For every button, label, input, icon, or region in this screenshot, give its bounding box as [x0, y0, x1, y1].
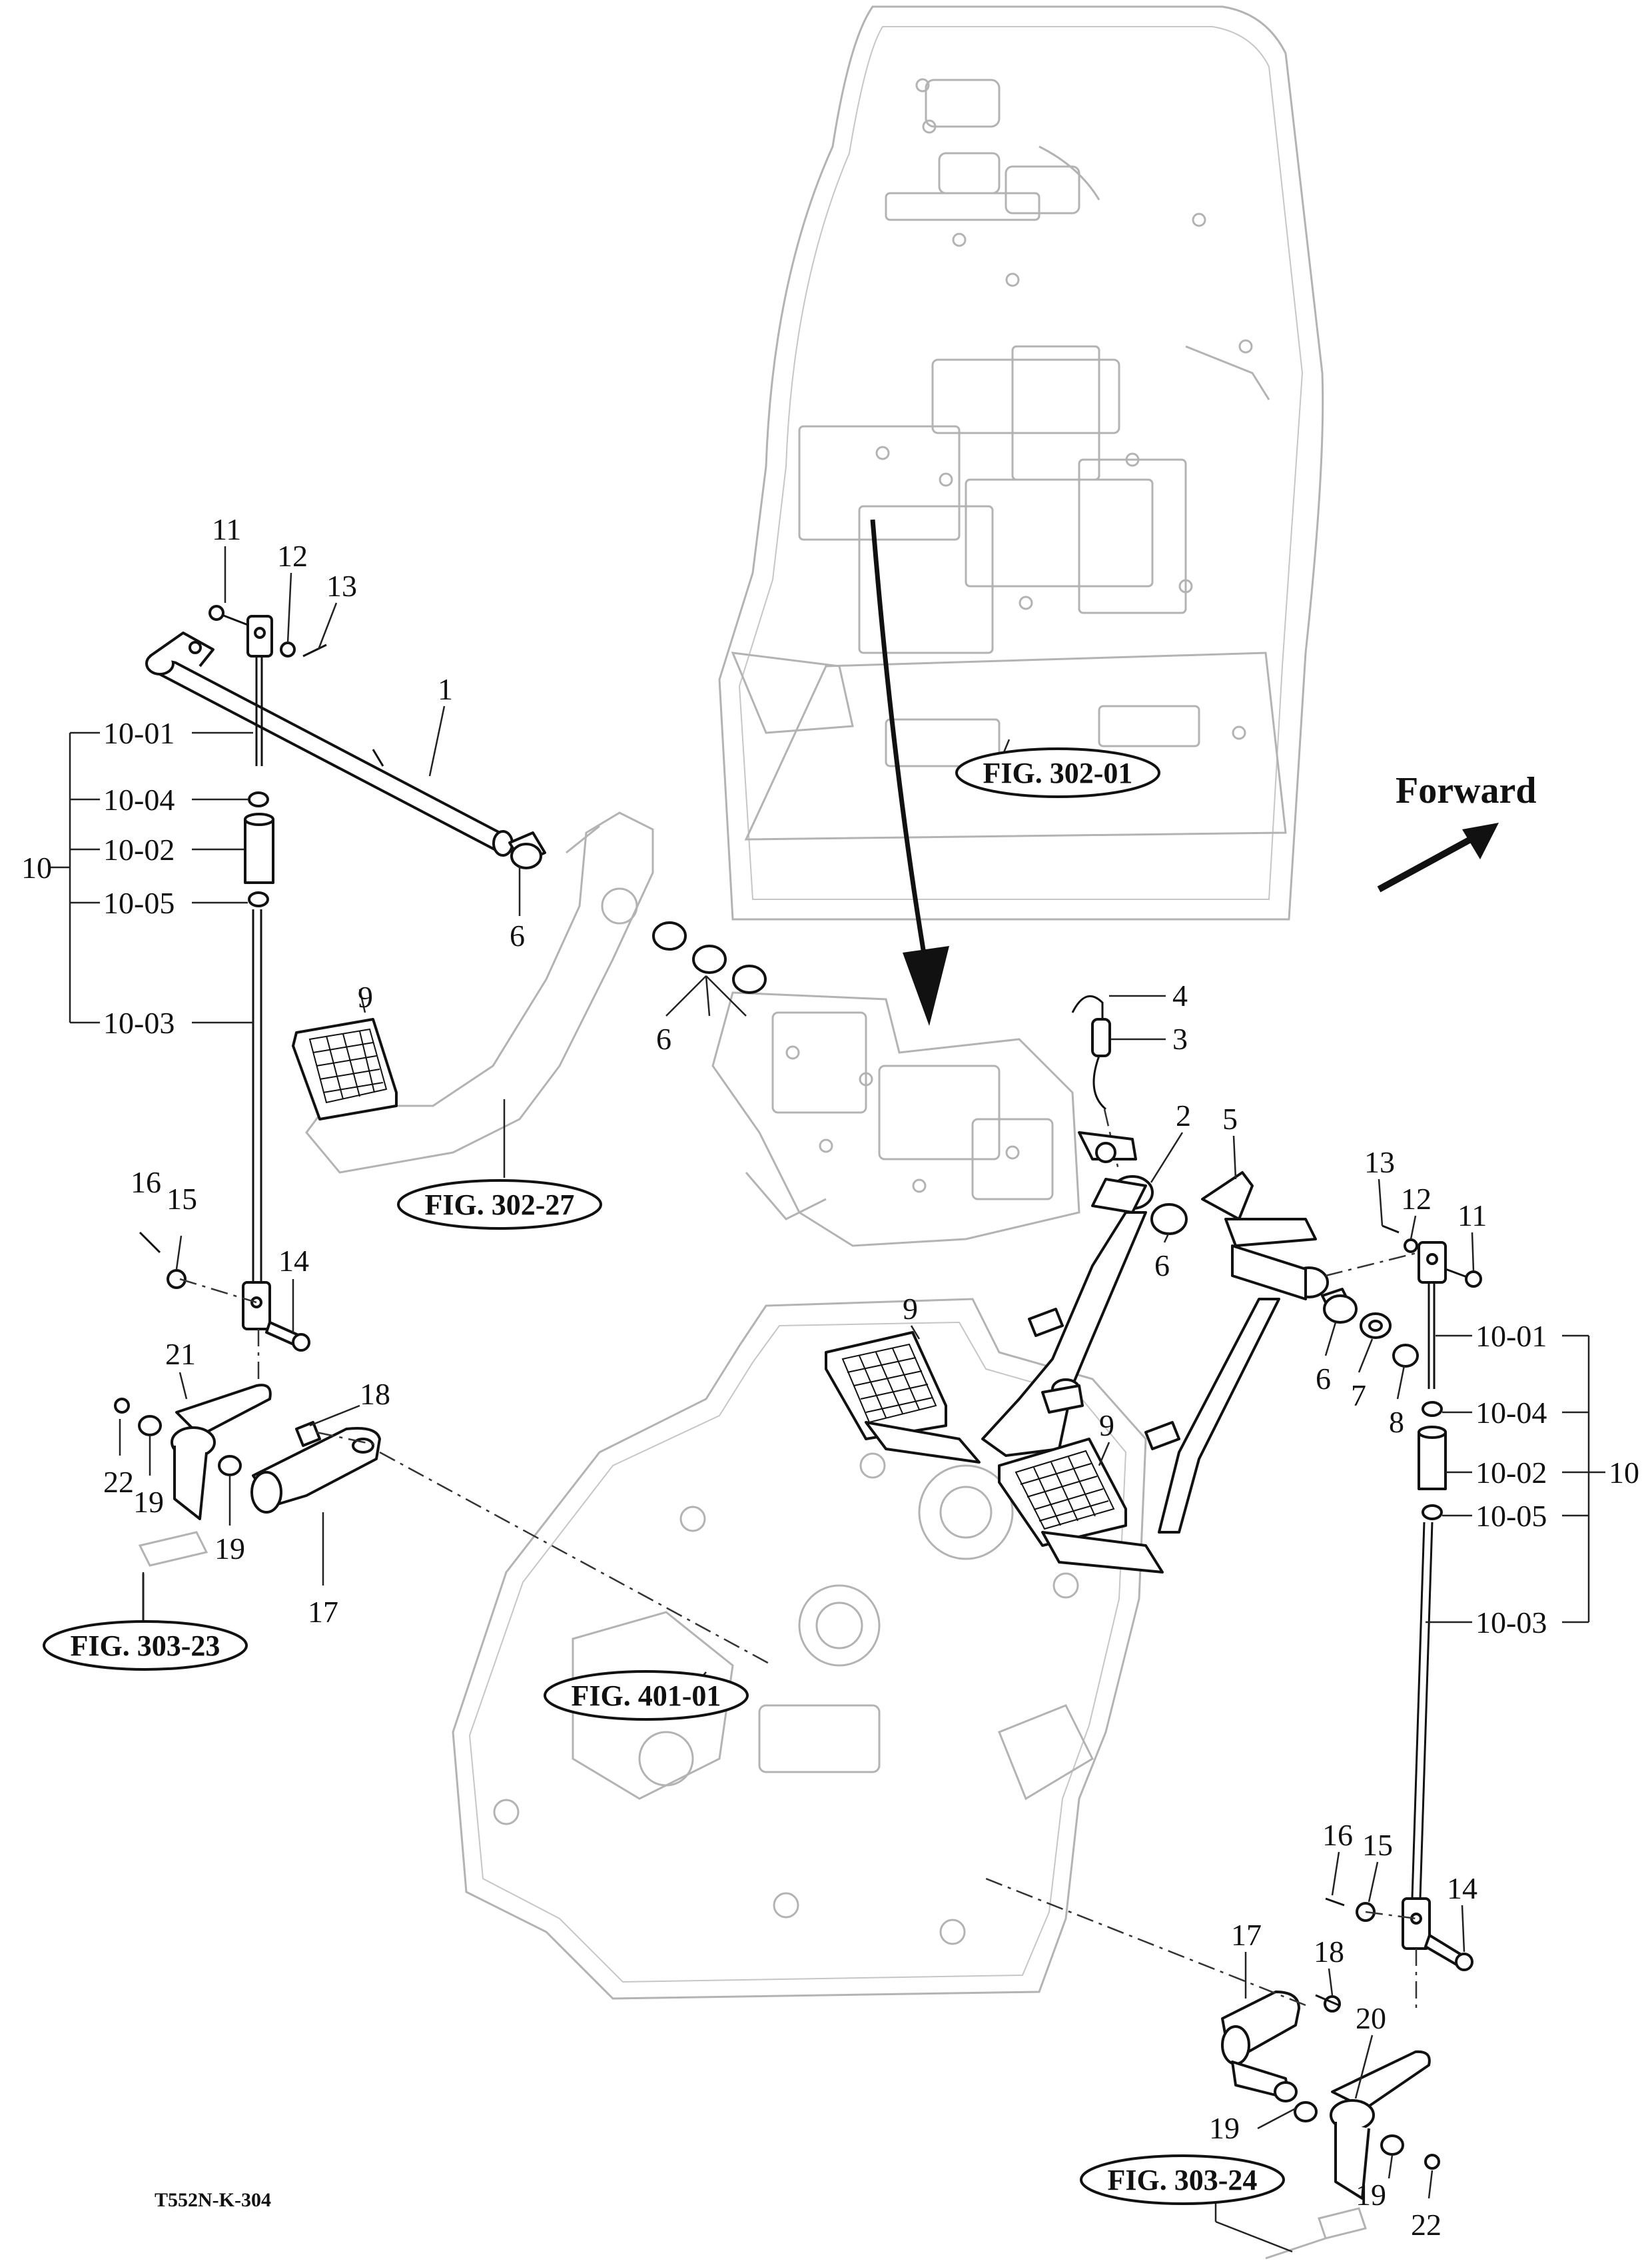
callout-10-02-left: 10-02 — [103, 833, 175, 867]
callout-12-left: 12 — [277, 539, 308, 573]
callout-15-left: 15 — [167, 1182, 197, 1216]
figure-reference-label: FIG. 302-01 — [983, 757, 1133, 789]
figure-reference-401-01[interactable]: FIG. 401-01 — [544, 1670, 749, 1721]
callout-2: 2 — [1176, 1099, 1191, 1132]
figure-reference-302-01[interactable]: FIG. 302-01 — [955, 747, 1160, 798]
callout-10-left: 10 — [21, 851, 52, 885]
figure-reference-303-23[interactable]: FIG. 303-23 — [43, 1620, 248, 1671]
callout-10-01-right: 10-01 — [1475, 1319, 1547, 1353]
callout-19-left-a: 19 — [133, 1485, 164, 1519]
callout-11-right: 11 — [1457, 1198, 1487, 1232]
figure-reference-label: FIG. 303-23 — [71, 1629, 220, 1662]
figure-reference-303-24[interactable]: FIG. 303-24 — [1080, 2154, 1285, 2205]
callout-5: 5 — [1222, 1102, 1238, 1136]
right-pedal-assembly — [825, 995, 1482, 2260]
callout-10-05-right: 10-05 — [1475, 1499, 1547, 1533]
pedal-tread-right-lower — [1015, 1450, 1115, 1530]
flow-arrow — [870, 519, 949, 1026]
left-callouts: 10 10-01 10-04 10-02 10-05 10-03 11 12 1… — [21, 512, 671, 1629]
callout-4: 4 — [1172, 979, 1188, 1013]
callout-15-right: 15 — [1362, 1828, 1393, 1862]
callout-10-right: 10 — [1609, 1456, 1639, 1490]
ghost-left-pedal-arm — [305, 811, 654, 1174]
left-pedal-assembly — [114, 605, 773, 1667]
callout-10-01-left: 10-01 — [103, 716, 175, 750]
callout-11-left: 11 — [212, 512, 241, 546]
figure-reference-label: FIG. 302-27 — [425, 1188, 575, 1221]
callout-18-left: 18 — [360, 1377, 390, 1411]
callout-7: 7 — [1351, 1378, 1366, 1412]
callout-12-right: 12 — [1401, 1182, 1432, 1216]
callout-14-right: 14 — [1447, 1871, 1477, 1905]
callout-13-left: 13 — [326, 569, 357, 603]
callout-22-right: 22 — [1411, 2208, 1442, 2242]
figure-reference-302-27[interactable]: FIG. 302-27 — [397, 1179, 602, 1230]
callout-21: 21 — [165, 1337, 196, 1371]
callout-10-03-left: 10-03 — [103, 1006, 175, 1040]
callout-10-05-left: 10-05 — [103, 886, 175, 920]
callout-3: 3 — [1172, 1022, 1188, 1056]
callout-22-left: 22 — [103, 1465, 134, 1499]
callout-19-right-a: 19 — [1209, 2111, 1240, 2145]
callout-18-right: 18 — [1314, 1935, 1344, 1969]
callout-10-02-right: 10-02 — [1475, 1456, 1547, 1490]
callout-17-right: 17 — [1231, 1918, 1262, 1952]
forward-label: Forward — [1396, 770, 1537, 811]
callout-20: 20 — [1356, 2001, 1386, 2035]
pedal-tread-right-upper — [841, 1343, 937, 1424]
callout-1: 1 — [438, 672, 453, 706]
callout-14-left: 14 — [278, 1244, 309, 1278]
pedal-tread-left — [308, 1028, 388, 1104]
callout-9-right-lower: 9 — [1099, 1408, 1114, 1442]
ghost-firewall-assembly — [718, 5, 1324, 921]
callout-16-right: 16 — [1322, 1818, 1353, 1852]
callout-6-right-mid: 6 — [1154, 1248, 1170, 1282]
callout-10-04-left: 10-04 — [103, 783, 175, 817]
callout-8: 8 — [1389, 1405, 1404, 1439]
callout-10-03-right: 10-03 — [1475, 1605, 1547, 1639]
diagram-code: T552N-K-304 — [155, 2189, 271, 2211]
callout-6-left-b: 6 — [656, 1022, 671, 1056]
figure-reference-label: FIG. 303-24 — [1108, 2164, 1258, 2196]
callout-9-left: 9 — [358, 980, 373, 1014]
callout-10-04-right: 10-04 — [1475, 1396, 1547, 1430]
callout-16-left: 16 — [131, 1165, 161, 1199]
callout-13-right: 13 — [1364, 1145, 1395, 1179]
callout-6-left-a: 6 — [510, 919, 525, 953]
callout-19-right-b: 19 — [1356, 2178, 1386, 2212]
leader-lines — [50, 546, 1605, 2253]
right-callouts: 4 3 2 5 13 12 11 9 6 6 7 8 9 16 15 14 17… — [903, 979, 1639, 2242]
ghost-pedal-bracket — [711, 991, 1080, 1247]
forward-indicator: Forward — [1377, 770, 1537, 893]
callout-19-left-b: 19 — [214, 1532, 245, 1566]
figure-reference-label: FIG. 401-01 — [572, 1679, 721, 1712]
callout-17-left: 17 — [308, 1595, 338, 1629]
callout-9-right-upper: 9 — [903, 1292, 918, 1326]
callout-6-right: 6 — [1316, 1362, 1331, 1396]
